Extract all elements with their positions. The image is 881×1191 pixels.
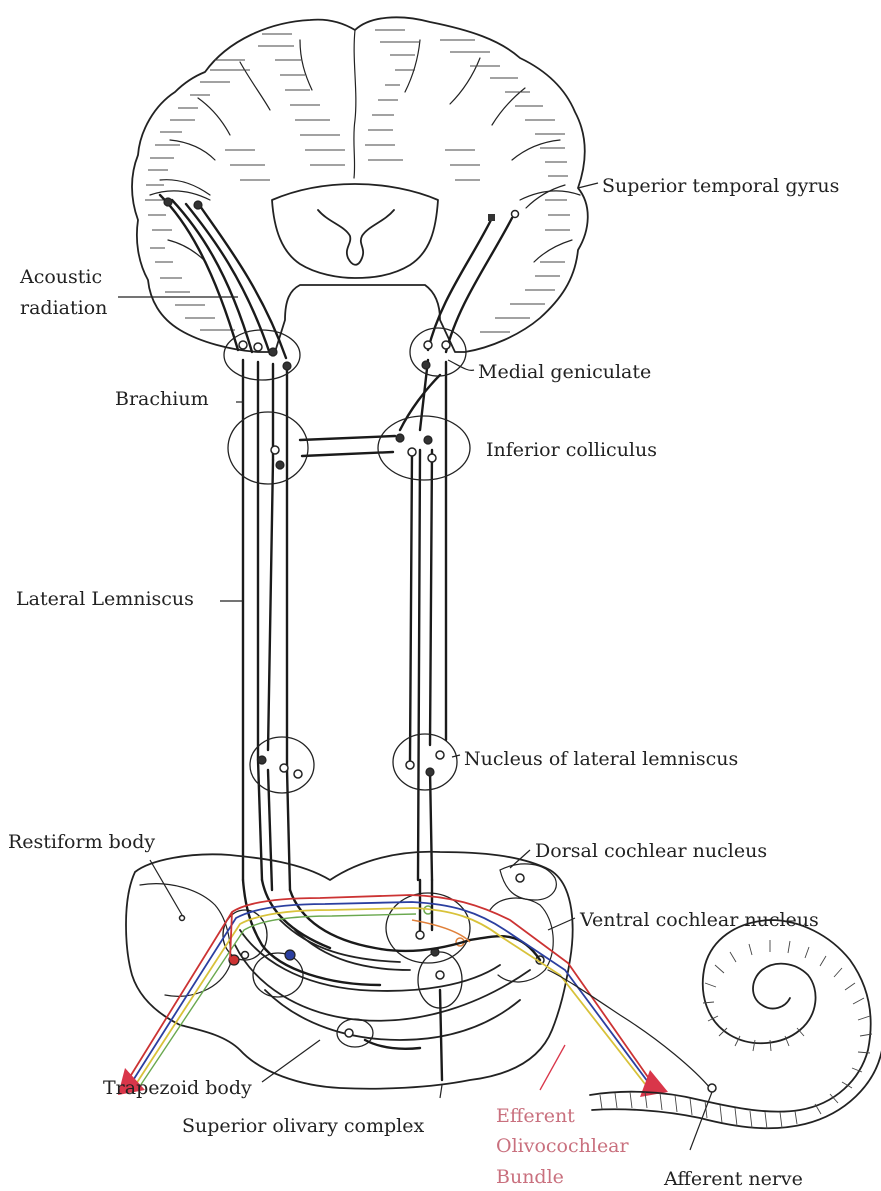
label-efferent-line1: Efferent xyxy=(496,1105,575,1127)
leader-lines xyxy=(118,183,598,1098)
nucleus-lateral-lemniscus-right xyxy=(393,734,457,790)
ascending-fibers xyxy=(160,195,512,890)
label-lateral-lemniscus: Lateral Lemniscus xyxy=(16,588,194,610)
label-restiform-body: Restiform body xyxy=(8,831,155,853)
inferior-colliculus-left xyxy=(228,412,308,484)
label-inferior-colliculus: Inferior colliculus xyxy=(486,439,657,461)
label-superior-olivary-complex: Superior olivary complex xyxy=(182,1115,424,1137)
medial-geniculate-left xyxy=(224,330,300,380)
label-nucleus-lateral-lemniscus: Nucleus of lateral lemniscus xyxy=(464,748,738,770)
label-trapezoid-body: Trapezoid body xyxy=(103,1077,252,1099)
nucleus-lateral-lemniscus-left xyxy=(250,737,314,793)
label-efferent-line3: Bundle xyxy=(496,1166,564,1188)
label-dorsal-cochlear-nucleus: Dorsal cochlear nucleus xyxy=(535,840,767,862)
label-superior-temporal-gyrus: Superior temporal gyrus xyxy=(602,175,839,197)
cerebrum xyxy=(132,17,588,352)
label-afferent-nerve: Afferent nerve xyxy=(663,1168,803,1190)
label-medial-geniculate: Medial geniculate xyxy=(478,361,651,383)
label-efferent-line2: Olivocochlear xyxy=(496,1135,630,1157)
cochlea xyxy=(548,920,881,1150)
brainstem-section xyxy=(126,852,573,1089)
label-ventral-cochlear-nucleus: Ventral cochlear nucleus xyxy=(579,909,819,931)
label-acoustic: Acoustic xyxy=(19,266,102,288)
label-radiation: radiation xyxy=(20,297,107,319)
cortical-terminals xyxy=(164,198,519,221)
label-brachium: Brachium xyxy=(115,388,209,410)
inferior-colliculus-right xyxy=(378,416,470,480)
